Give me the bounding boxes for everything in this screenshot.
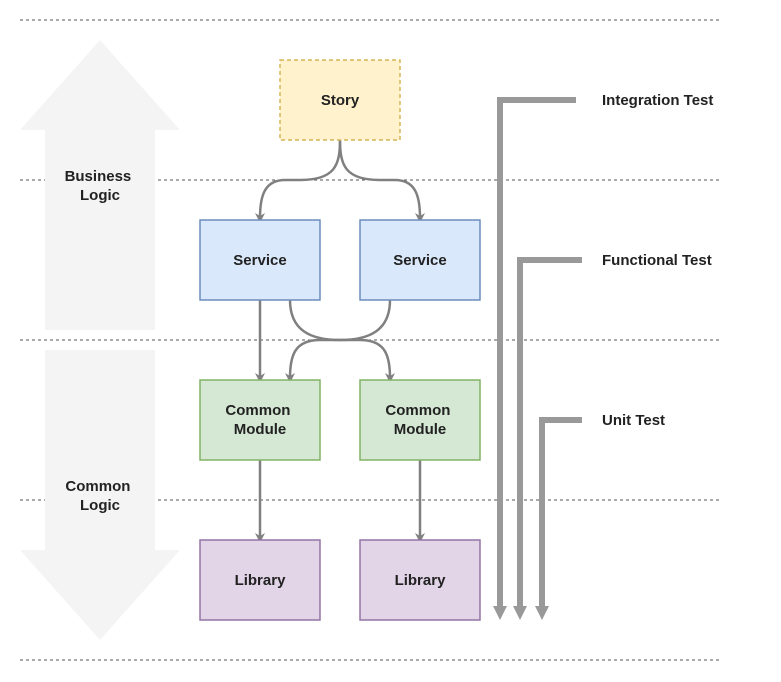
library-left-node: Library [199,539,321,621]
library-left-box [199,539,321,621]
module-right-node: Common Module [359,379,481,461]
module-left-label: Common Module [225,402,294,438]
module-right-label: Common Module [385,402,454,438]
module-left-box [199,379,321,461]
node-connectors [255,139,425,543]
module-left-node: Common Module [199,379,321,461]
unit-test-bar [539,417,582,610]
test-range-bars [493,97,582,620]
unit-test-arrowhead [535,606,549,620]
functional-test-bar [517,257,582,610]
story-node: Story [279,59,401,141]
service-left-box [199,219,321,301]
connector-story-service-right [338,139,425,223]
business-logic-arrow [20,40,180,330]
story-box [279,59,401,141]
library-right-label: Library [395,572,447,589]
service-left-node: Service [199,219,321,301]
integration-test-arrowhead [493,606,507,620]
story-label: Story [321,92,360,109]
service-left-label: Service [233,252,286,269]
integration-test-label: Integration Test [602,92,713,109]
library-right-box [359,539,481,621]
service-right-label: Service [393,252,446,269]
unit-test-label: Unit Test [602,412,665,429]
service-right-box [359,219,481,301]
functional-test-arrowhead [513,606,527,620]
common-logic-label: Common Logic [65,478,134,514]
connector-service-right-module-left [285,299,392,383]
business-logic-label: Business Logic [65,168,136,204]
common-logic-arrow [20,350,180,640]
integration-test-bar [497,97,576,610]
service-right-node: Service [359,219,481,301]
module-right-box [359,379,481,461]
library-right-node: Library [359,539,481,621]
functional-test-label: Functional Test [602,252,712,269]
library-left-label: Library [235,572,287,589]
connector-story-service-left [255,139,342,223]
